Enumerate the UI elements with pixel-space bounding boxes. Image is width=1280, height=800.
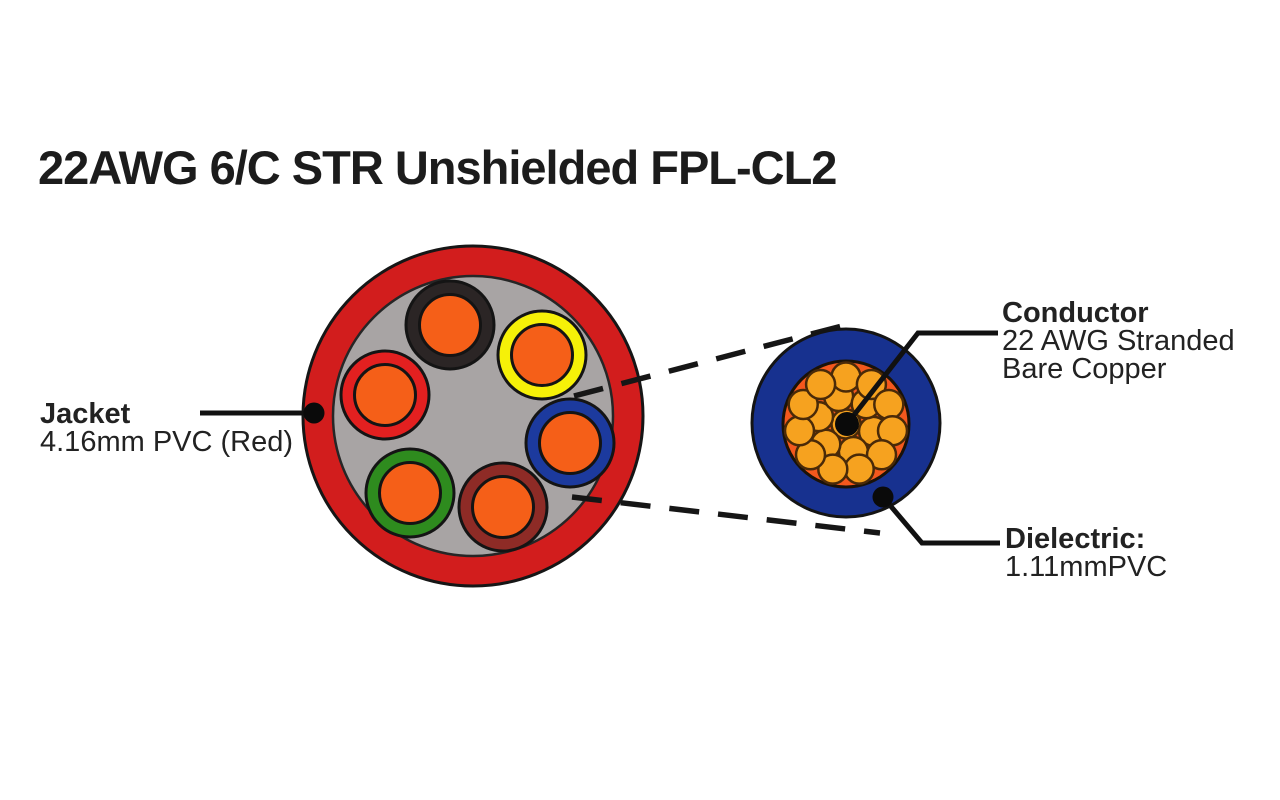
- copper-strand: [873, 388, 905, 421]
- conductor-yellow: [496, 309, 588, 401]
- conductor-black: [404, 279, 496, 371]
- dielectric-label-desc: 1.11mmPVC: [1005, 551, 1168, 583]
- copper-strand: [787, 388, 819, 421]
- dielectric-label: Dielectric: 1.11mmPVC: [1005, 523, 1168, 583]
- dielectric-pointer-line: [881, 495, 1000, 546]
- zoomed-conductor-view: [750, 327, 942, 519]
- conductor-blue: [524, 397, 616, 489]
- copper-core: [353, 363, 417, 427]
- copper-strands: [783, 361, 909, 485]
- copper-core: [418, 293, 482, 357]
- main-cable-view: [301, 244, 645, 588]
- dielectric-pointer-dot: [872, 486, 894, 508]
- conductor-pointer-dot: [835, 412, 859, 436]
- conductor-label-title: Conductor: [1002, 297, 1149, 329]
- copper-strand: [804, 368, 837, 401]
- copper-strand: [855, 368, 888, 401]
- page-title: 22AWG 6/C STR Unshielded FPL-CL2: [38, 141, 837, 194]
- copper-strand: [865, 439, 898, 471]
- conductor-red: [339, 349, 431, 441]
- jacket-label-desc: 4.16mm PVC (Red): [40, 426, 294, 458]
- conductor-label: Conductor 22 AWG Stranded Bare Copper: [1002, 297, 1235, 385]
- magnify-dash-bottom: [571, 494, 881, 536]
- copper-core: [378, 461, 442, 525]
- copper-strand: [783, 414, 816, 447]
- conductor-pointer-line: [845, 330, 998, 426]
- conductor-label-desc-2: Bare Copper: [1002, 353, 1167, 385]
- conductor-label-desc-1: 22 AWG Stranded: [1002, 325, 1235, 357]
- conductor-brown: [457, 461, 549, 553]
- copper-core: [510, 323, 574, 387]
- copper-core: [471, 475, 535, 539]
- dielectric-label-title: Dielectric:: [1005, 523, 1146, 555]
- conductor-green: [364, 447, 456, 539]
- jacket-label: Jacket 4.16mm PVC (Red): [40, 398, 294, 458]
- jacket-pointer-dot: [303, 402, 325, 424]
- jacket-label-title: Jacket: [40, 398, 131, 430]
- copper-strand: [843, 453, 875, 485]
- copper-strand: [817, 453, 849, 485]
- copper-core: [538, 411, 602, 475]
